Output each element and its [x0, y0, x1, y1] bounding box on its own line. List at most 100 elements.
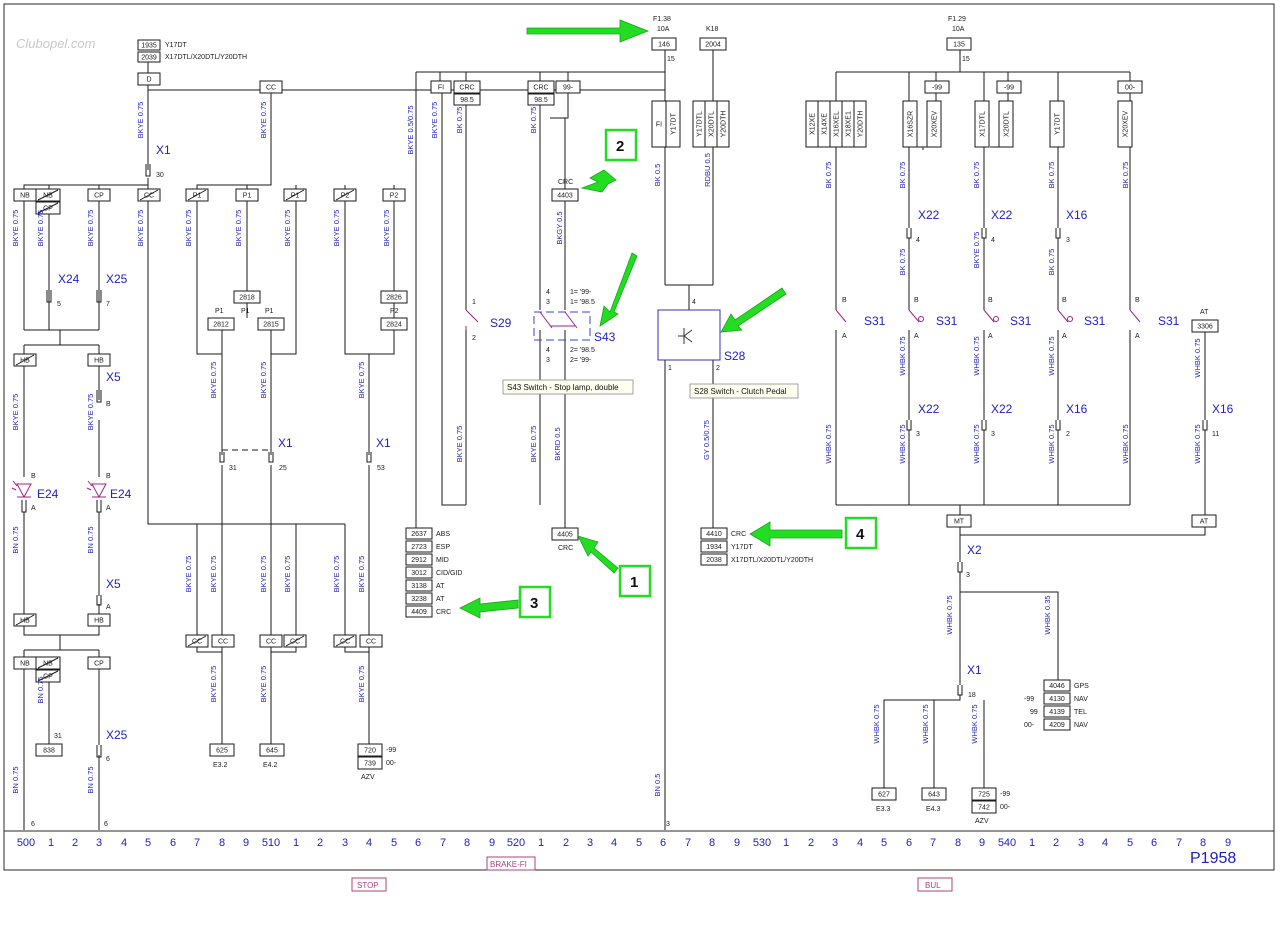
wire-label: WHBK 0.75 [1193, 338, 1202, 377]
component-label: X1 [156, 143, 171, 157]
component-label: X16 [1212, 402, 1234, 416]
annotation-text: E4.3 [926, 806, 941, 813]
wire-label: BN 0.75 [86, 526, 95, 553]
connector-box-label: 2912 [411, 557, 427, 564]
wire-label: BK 0.75 [1047, 162, 1056, 189]
connector-box [259, 743, 285, 757]
ruler-tick-label: 5 [1127, 837, 1133, 849]
splice-slash [37, 670, 59, 682]
wire-label: BK 0.75 [824, 162, 833, 189]
connector-box-label: 725 [978, 792, 990, 799]
connector-box [259, 80, 283, 94]
splice-slash [37, 189, 59, 201]
connector-box [137, 51, 161, 63]
connector-box-label: 739 [364, 761, 376, 768]
ruler-tick-label: 2 [72, 837, 78, 849]
annotation-text: AT [436, 583, 445, 590]
wire-label: BKYE 0.75 [529, 426, 538, 463]
connector-box [137, 72, 161, 86]
connector-box [209, 743, 235, 757]
wire-label: BK 0.75 [529, 107, 538, 134]
splice-box-label: P2 [341, 193, 350, 200]
connector-box-label: CRC [533, 85, 548, 92]
annotation-text: 2 [1066, 431, 1070, 438]
wire-label: BN 0.75 [36, 676, 45, 703]
lamp-e24-left [11, 480, 32, 499]
splice-slash [37, 202, 59, 214]
ruler-tick-label: 7 [194, 837, 200, 849]
wire-label: BKYE 0.75 [234, 210, 243, 247]
connector-box-label: 4139 [1049, 709, 1065, 716]
connector-box-label: CP [94, 193, 104, 200]
annotation-text: 3 [546, 357, 550, 364]
splice-slash [187, 635, 207, 647]
connector-box [430, 80, 452, 94]
ruler-tick-label: 520 [507, 837, 525, 849]
connector-box [259, 634, 283, 648]
lamp-e24-right [86, 480, 107, 499]
connector-box [700, 553, 728, 566]
wire-label: RDBU 0.5 [703, 153, 712, 187]
annotation-text: 00- [1024, 722, 1035, 729]
connector-box-label: HB [94, 618, 104, 625]
annotation-text: 11 [1212, 431, 1219, 438]
wire-label: BKYE 0.5/0.75 [406, 105, 415, 154]
connector-box [359, 634, 383, 648]
tag-bul[interactable]: BUL [917, 877, 953, 892]
annotation-text: 10A [952, 26, 965, 33]
arrow-to-4405-icon [577, 535, 619, 574]
tag-stop[interactable]: STOP [351, 877, 387, 892]
component-label: X22 [918, 402, 940, 416]
annotation-text: 00- [1000, 804, 1011, 811]
variant-box [853, 100, 867, 148]
component-label: S31 [1158, 314, 1180, 328]
wire-label: BKYE 0.75 [259, 556, 268, 593]
ruler-tick-label: 6 [1151, 837, 1157, 849]
annotation-text: 4 [991, 237, 995, 244]
annotation-text: AZV [361, 774, 375, 781]
ruler-tick-label: 8 [955, 837, 961, 849]
component-label: X16 [1066, 208, 1088, 222]
wire-label: BK 0.75 [972, 162, 981, 189]
switch-s28 [657, 309, 721, 361]
connector-box-label: 98.5 [534, 97, 548, 104]
component-label: X25 [106, 272, 128, 286]
connector-box [971, 787, 997, 801]
tag-brake-fi[interactable]: BRAKE-FI [486, 856, 536, 871]
wire-label: BK 0.5 [653, 164, 662, 187]
connector-box [453, 80, 481, 94]
annotation-text: NAV [1074, 722, 1088, 729]
ruler-tick-label: 4 [366, 837, 372, 849]
ruler-tick-label: 3 [342, 837, 348, 849]
ruler-tick-label: 1 [538, 837, 544, 849]
ruler-tick-label: 3 [96, 837, 102, 849]
connector-box [137, 39, 161, 51]
annotation-text: 30 [156, 172, 164, 179]
component-label: X22 [918, 208, 940, 222]
splice-slash [335, 635, 355, 647]
connector-box [1043, 705, 1071, 718]
variant-box [926, 100, 942, 148]
ruler-tick-label: 4 [121, 837, 127, 849]
wire-label: BKYE 0.75 [455, 426, 464, 463]
wire-label: WHBK 0.75 [1193, 424, 1202, 463]
connector-box [453, 93, 481, 106]
connector-box [405, 605, 433, 618]
component-label: X5 [106, 370, 121, 384]
variant-box [716, 100, 730, 148]
wire-label: BKRD 0.5 [553, 427, 562, 460]
connector-box-label: 4410 [706, 531, 722, 538]
annotation-text: -99 [386, 747, 396, 754]
ruler-tick-label: 6 [660, 837, 666, 849]
connector-box [1043, 718, 1071, 731]
component-label: S31 [936, 314, 958, 328]
connector-box-label: P2 [390, 193, 399, 200]
arrow-to-4410-icon [749, 521, 843, 547]
annotation-text: 1= '99- [570, 289, 592, 296]
wire-label: BK 0.75 [1121, 162, 1130, 189]
connector-box [87, 656, 111, 670]
wire-label: WHBK 0.75 [1121, 424, 1130, 463]
connector-box [551, 188, 579, 202]
